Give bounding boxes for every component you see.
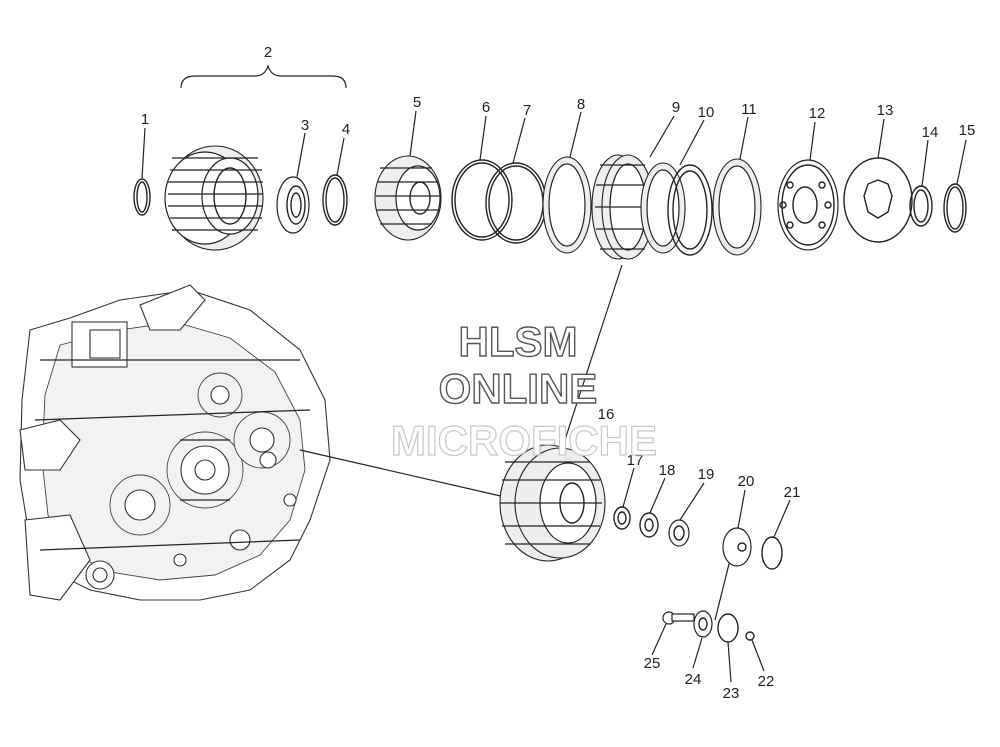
part-9-plate-stack xyxy=(591,154,655,260)
part-3-bearing xyxy=(276,176,310,234)
callout-13: 13 xyxy=(877,102,894,119)
callout-18: 18 xyxy=(659,462,676,479)
callout-12: 12 xyxy=(809,105,826,122)
callout-3: 3 xyxy=(301,117,309,134)
crankcase-illustration xyxy=(19,284,331,601)
part-14-ring xyxy=(909,185,933,227)
assembly-line xyxy=(714,559,731,621)
leader-lines xyxy=(141,110,967,683)
part-19-nut xyxy=(668,519,690,547)
callout-7: 7 xyxy=(523,102,531,119)
part-7-ring xyxy=(485,162,547,244)
part-25-adjusting-screw xyxy=(662,611,695,625)
callout-6: 6 xyxy=(482,99,490,116)
part-18-washer xyxy=(639,512,659,538)
part-24-bearing xyxy=(693,610,713,638)
callout-5: 5 xyxy=(413,94,421,111)
part-12-pressure-plate xyxy=(777,159,839,251)
callout-21: 21 xyxy=(784,484,801,501)
callout-17: 17 xyxy=(627,452,644,469)
part-13-spring-plate xyxy=(843,157,913,243)
watermark-line-1: HLSM xyxy=(459,318,578,365)
assembly-line xyxy=(559,264,623,456)
part-8-friction-plate xyxy=(542,156,592,254)
callout-22: 22 xyxy=(758,673,775,690)
part-20-release-plate xyxy=(722,527,752,567)
callout-20: 20 xyxy=(738,473,755,490)
part-1-snap-ring xyxy=(133,178,151,216)
group-bracket xyxy=(180,63,347,89)
part-21-ring xyxy=(761,536,783,570)
part-2-gear-assembly xyxy=(164,145,264,251)
callout-15: 15 xyxy=(959,122,976,139)
callout-19: 19 xyxy=(698,466,715,483)
callout-4: 4 xyxy=(342,121,350,138)
watermark: HLSM ONLINE MICROFICHE xyxy=(390,317,657,464)
part-22-clip xyxy=(745,631,755,641)
part-6-ring xyxy=(451,159,513,241)
callout-24: 24 xyxy=(685,671,702,688)
callout-10: 10 xyxy=(698,104,715,121)
part-5-clutch-hub xyxy=(374,155,442,241)
assembly-line xyxy=(299,449,506,498)
callout-9: 9 xyxy=(672,99,680,116)
callout-23: 23 xyxy=(723,685,740,702)
part-4-snap-ring xyxy=(322,174,348,226)
part-10-steel-plate xyxy=(667,164,713,256)
callout-8: 8 xyxy=(577,96,585,113)
callout-16: 16 xyxy=(598,406,615,423)
part-16-clutch-basket xyxy=(499,444,606,562)
callout-2: 2 xyxy=(264,44,272,61)
watermark-line-3: MICROFICHE xyxy=(391,417,657,464)
part-15-snap-ring xyxy=(943,183,967,233)
part-23-ring xyxy=(717,613,739,643)
part-11-friction-plate xyxy=(712,158,762,256)
callout-1: 1 xyxy=(141,111,149,128)
part-17-washer xyxy=(613,506,631,530)
callout-14: 14 xyxy=(922,124,939,141)
callout-11: 11 xyxy=(741,101,757,118)
watermark-line-2: ONLINE xyxy=(439,365,598,412)
callout-25: 25 xyxy=(644,655,661,672)
